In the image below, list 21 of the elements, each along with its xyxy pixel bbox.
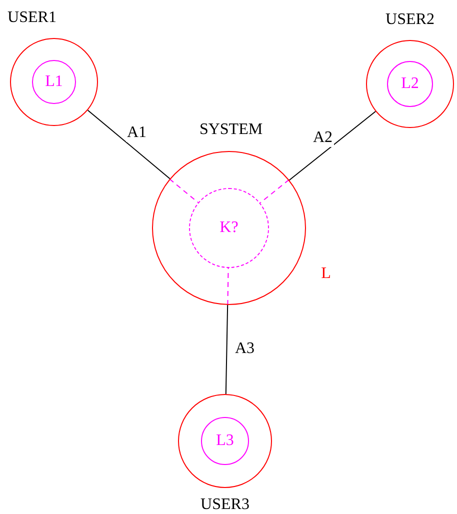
dashed-line bbox=[169, 178, 199, 203]
circle-label: L2 bbox=[401, 76, 419, 92]
edge-label: A2 bbox=[312, 129, 334, 147]
circle-label: L1 bbox=[45, 74, 63, 90]
dashed-line bbox=[227, 268, 229, 306]
circle bbox=[32, 60, 76, 104]
circle-title: SYSTEM bbox=[199, 122, 263, 138]
circle bbox=[189, 188, 269, 268]
dashed-line bbox=[260, 179, 290, 204]
circle-label: L3 bbox=[216, 433, 234, 449]
circle-label: K? bbox=[220, 220, 238, 236]
circle bbox=[387, 61, 433, 107]
circle-title: USER3 bbox=[200, 497, 250, 513]
circle-title: USER1 bbox=[8, 10, 56, 26]
circle bbox=[201, 417, 249, 465]
circle-title: USER2 bbox=[386, 12, 434, 28]
connector-line bbox=[87, 110, 170, 180]
connector-line bbox=[225, 304, 228, 394]
connector-line bbox=[288, 110, 376, 181]
edge-label: A1 bbox=[126, 124, 148, 142]
circle-note: L bbox=[321, 266, 331, 282]
